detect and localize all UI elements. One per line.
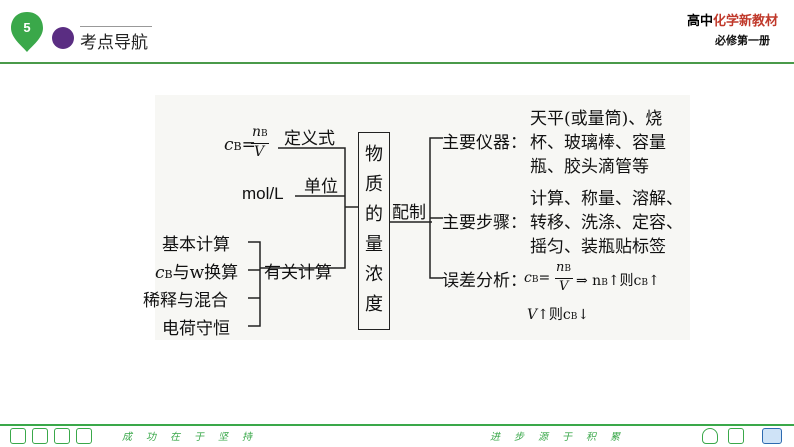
palette-icon xyxy=(32,428,48,444)
formula-fraction-bar xyxy=(251,143,269,144)
core-concept-char: 的 xyxy=(365,204,383,225)
slide-number: 5 xyxy=(23,20,31,35)
footer-motto-right: 进步源于积累 xyxy=(490,432,634,443)
core-concept-char: 浓 xyxy=(365,264,383,285)
unit-label: 单位 xyxy=(304,177,338,197)
right-bracket-line xyxy=(429,137,443,279)
instruments-line-2: 杯、玻璃棒、容量 xyxy=(530,133,666,153)
brand-prefix: 高中 xyxy=(686,14,713,29)
calc-bracket-line xyxy=(248,241,261,327)
diagram-area xyxy=(155,95,690,340)
slide-number-badge-icon xyxy=(11,12,43,52)
left-bracket-line xyxy=(278,147,346,269)
brand-highlight: 化学新教材 xyxy=(712,14,778,29)
definition-label: 定义式 xyxy=(284,129,335,149)
test-tubes-icon xyxy=(762,428,782,444)
error-line-2: V↑则cB↓ xyxy=(527,307,590,323)
beaker-icon xyxy=(728,428,744,444)
footer-divider xyxy=(0,424,794,426)
steps-line-3: 摇匀、装瓶贴标签 xyxy=(530,237,666,257)
core-concept-char: 度 xyxy=(365,294,383,315)
calc-item-conversion: cB与w换算 xyxy=(155,263,239,283)
steps-line-2: 转移、洗涤、定容、 xyxy=(530,213,683,233)
formula-definition: cB= xyxy=(224,135,256,155)
steps-label: 主要步骤： xyxy=(442,213,527,233)
instruments-line-1: 天平(或量筒)、烧 xyxy=(530,109,663,129)
error-numerator: nB xyxy=(556,260,571,275)
book-icon xyxy=(54,428,70,444)
error-fraction-bar xyxy=(555,278,573,279)
brand-title: 高中化学新教材 xyxy=(687,10,778,29)
send-icon xyxy=(76,428,92,444)
formula-denominator: V xyxy=(254,144,265,160)
error-denominator: V xyxy=(559,279,569,294)
nav-title-underline xyxy=(80,26,152,27)
nav-title: 考点导航 xyxy=(80,33,148,53)
instruments-line-3: 瓶、胶头滴管等 xyxy=(530,157,649,177)
footer-motto-left: 成功在于坚持 xyxy=(122,432,266,443)
calc-group-label: 有关计算 xyxy=(264,263,332,283)
error-label: 误差分析： xyxy=(442,271,527,291)
core-concept-char: 质 xyxy=(365,174,383,195)
instruments-label: 主要仪器： xyxy=(442,133,527,153)
core-concept-label: 物质的量浓度 xyxy=(360,140,388,320)
header-divider xyxy=(0,62,794,64)
unit-value: mol/L xyxy=(242,184,284,203)
core-concept-char: 物 xyxy=(365,144,383,165)
formula-numerator: nB xyxy=(252,124,268,140)
calc-item-basic: 基本计算 xyxy=(162,235,230,255)
error-implication: ⇒ nB↑则cB↑ xyxy=(576,273,660,289)
calc-item-dilution: 稀释与混合 xyxy=(143,291,228,311)
pencil-icon xyxy=(10,428,26,444)
nav-logo-icon xyxy=(52,27,74,49)
error-formula: cB= xyxy=(524,270,551,286)
brand-subtitle: 必修第一册 xyxy=(715,34,770,47)
core-concept-box xyxy=(358,132,390,330)
core-concept-char: 量 xyxy=(365,234,383,255)
prep-label: 配制 xyxy=(392,203,426,223)
flask-icon xyxy=(702,428,718,444)
calc-item-charge: 电荷守恒 xyxy=(162,319,230,339)
steps-line-1: 计算、称量、溶解、 xyxy=(530,189,683,209)
